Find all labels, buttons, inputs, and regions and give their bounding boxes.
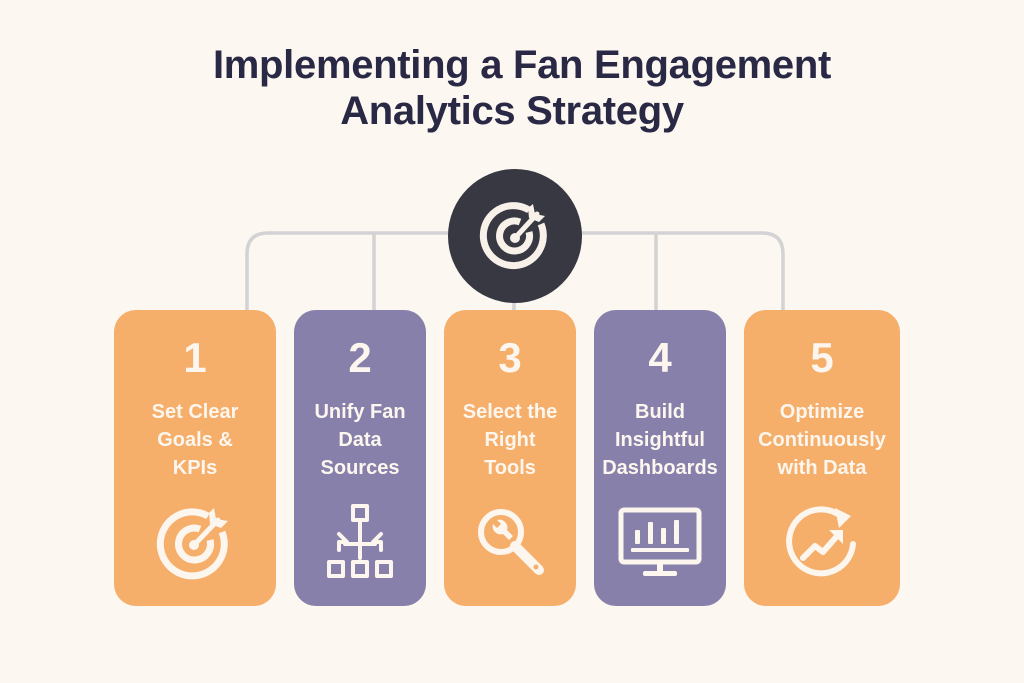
step-card-1: 1 Set Clear Goals & KPIs <box>114 310 276 606</box>
step-number: 2 <box>348 334 372 381</box>
step-number: 1 <box>183 334 207 381</box>
data-merge-hierarchy-icon <box>327 504 393 578</box>
step-label: Select the Right Tools <box>462 401 558 479</box>
step-card-5: 5 Optimize Continuously with Data <box>744 310 900 606</box>
title-line-1: Implementing a Fan Engagement <box>212 43 832 87</box>
step-number: 5 <box>810 334 834 381</box>
title-line-2: Analytics Strategy <box>340 89 684 133</box>
step-label: Build Insightful Dashboards <box>602 401 718 479</box>
monitor-bar-chart-icon <box>618 507 702 576</box>
step-card-2: 2 Unify Fan Data Sources <box>294 310 426 606</box>
step-label: Optimize Continuously with Data <box>758 401 886 479</box>
step-number: 4 <box>648 334 672 381</box>
hub-circle <box>448 169 582 303</box>
step-label: Unify Fan Data Sources <box>314 401 406 479</box>
cycle-trend-up-icon <box>786 506 856 577</box>
step-card-4: 4 Build Insightful Dashboards <box>594 310 726 606</box>
step-label: Set Clear Goals & KPIs <box>151 401 239 479</box>
target-arrow-icon <box>479 202 547 270</box>
step-card-3: 3 Select the Right Tools <box>444 310 576 606</box>
wrench-magnifier-icon <box>478 509 544 575</box>
step-number: 3 <box>498 334 522 381</box>
page-title: Implementing a Fan Engagement Analytics … <box>0 42 1024 134</box>
target-icon <box>156 508 228 580</box>
